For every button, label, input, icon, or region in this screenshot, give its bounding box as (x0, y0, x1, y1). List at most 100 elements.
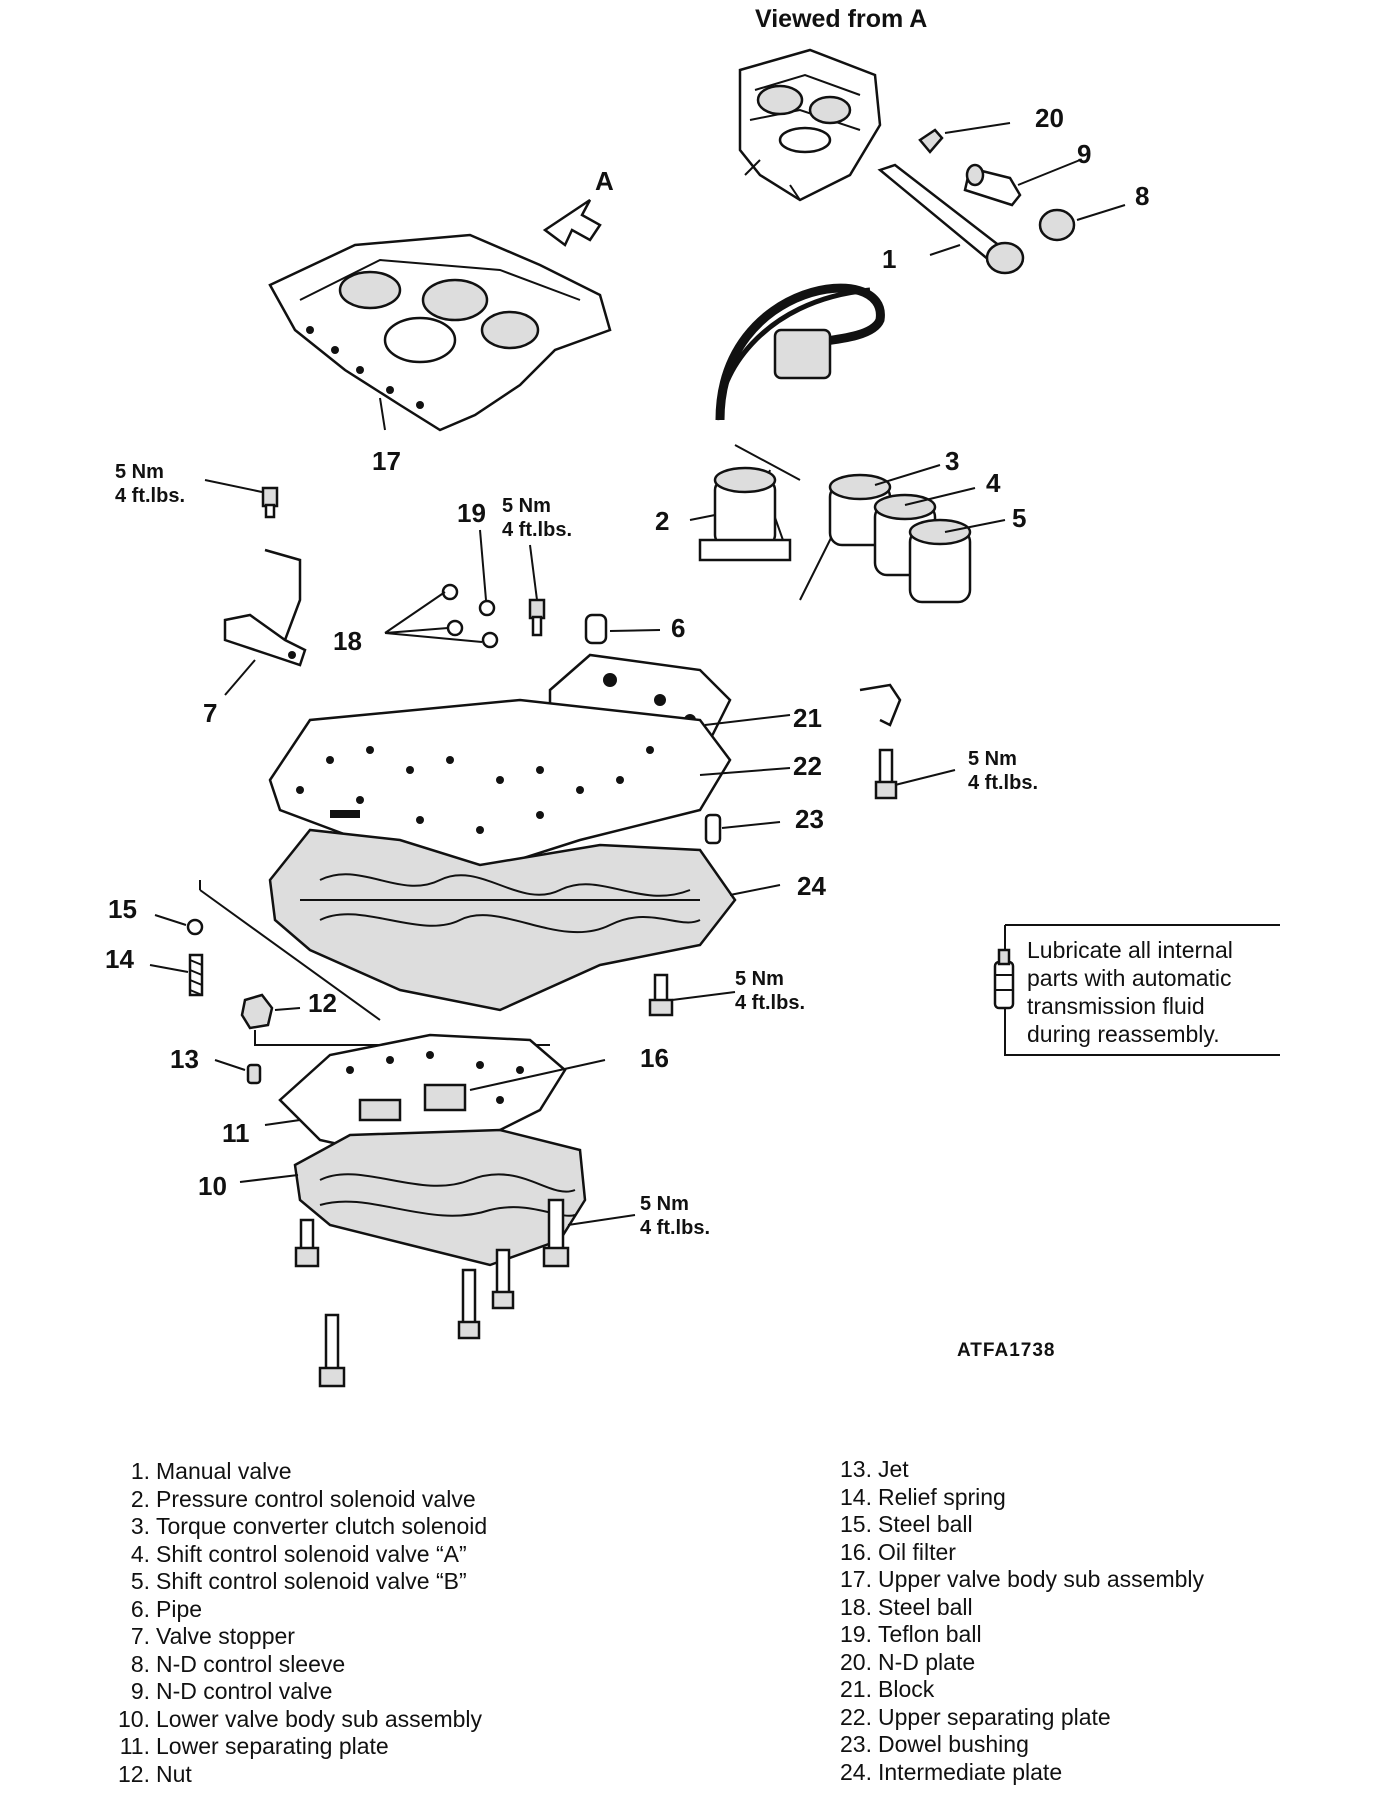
bolt-bottom-4 (457, 1268, 481, 1340)
legend-item-text: Jet (878, 1456, 909, 1482)
n-d-plate-part (918, 128, 944, 154)
legend-item-text: Valve stopper (156, 1623, 295, 1649)
solenoid-harness (715, 283, 885, 601)
callout-9: 9 (1077, 139, 1091, 169)
legend-item-number: 21. (840, 1676, 872, 1702)
upper-valve-body-part (268, 233, 612, 432)
legend-item-number: 6. (130, 1595, 150, 1622)
legend-item-number: 20. (840, 1648, 872, 1675)
legend-item-number: 11. (119, 1733, 150, 1759)
callout-8: 8 (1135, 181, 1149, 211)
figure-code: ATFA1738 (957, 1340, 1055, 1361)
legend-item-number: 4. (130, 1540, 150, 1567)
legend-item: 4.Shift control solenoid valve “A” (110, 1541, 487, 1569)
view-direction-arrow (542, 198, 602, 247)
callout-16: 16 (640, 1043, 669, 1073)
view-a-valve-body (738, 48, 882, 202)
legend-item: 12.Nut (110, 1761, 487, 1789)
torque-nm-3: 5 Nm (968, 748, 1017, 770)
legend-item-number: 12. (118, 1760, 150, 1787)
shift-solenoid-b-part (908, 518, 972, 604)
teflon-ball-part (478, 599, 496, 617)
legend-item-text: Upper valve body sub assembly (878, 1566, 1204, 1592)
callout-5: 5 (1012, 503, 1026, 533)
lower-valve-body-part (293, 1128, 587, 1267)
legend-item: 15.Steel ball (832, 1511, 1204, 1539)
callout-11: 11 (222, 1118, 250, 1148)
valve-stopper-part (223, 548, 307, 667)
torque-ftlbs-1: 4 ft.lbs. (115, 485, 185, 507)
legend-item-text: N-D control sleeve (156, 1650, 346, 1677)
legend-item-text: Lower separating plate (156, 1733, 389, 1759)
legend-item: 2.Pressure control solenoid valve (110, 1486, 487, 1514)
callout-4: 4 (986, 468, 1001, 498)
callout-6: 6 (671, 613, 685, 643)
legend-item-text: Shift control solenoid valve “A” (156, 1540, 467, 1567)
legend-item-text: Torque converter clutch solenoid (156, 1513, 488, 1539)
legend-item-text: Steel ball (878, 1511, 973, 1537)
legend-item-text: Nut (156, 1760, 192, 1787)
legend-item-text: Block (878, 1676, 935, 1702)
legend-item: 18.Steel ball (832, 1594, 1204, 1622)
callout-21: 21 (793, 703, 822, 733)
legend-item-number: 9. (130, 1678, 150, 1704)
legend-item: 5.Shift control solenoid valve “B” (110, 1568, 487, 1596)
legend-item: 23.Dowel bushing (832, 1731, 1204, 1759)
callout-17: 17 (372, 446, 401, 476)
legend-item: 10.Lower valve body sub assembly (110, 1706, 487, 1734)
callout-13: 13 (170, 1044, 199, 1074)
legend-item: 9.N-D control valve (110, 1678, 487, 1706)
callout-1: 1 (882, 244, 896, 274)
legend-item-text: Oil filter (878, 1538, 956, 1565)
legend-item-text: Pipe (156, 1595, 203, 1622)
note-line-3: transmission fluid (1027, 993, 1205, 1019)
lubrication-note: Lubricate all internal parts with automa… (993, 924, 1280, 1056)
legend-item-number: 19. (840, 1621, 872, 1647)
callout-22: 22 (793, 751, 822, 781)
intermediate-plate-part (268, 828, 737, 1012)
callout-24: 24 (797, 871, 826, 901)
legend-item-text: Shift control solenoid valve “B” (156, 1568, 467, 1594)
legend-item: 7.Valve stopper (110, 1623, 487, 1651)
torque-ftlbs-2: 4 ft.lbs. (502, 519, 572, 541)
legend-item: 14.Relief spring (832, 1484, 1204, 1512)
legend-item: 19.Teflon ball (832, 1621, 1204, 1649)
torque-ftlbs-3: 4 ft.lbs. (968, 772, 1038, 794)
callout-15: 15 (108, 894, 137, 924)
legend-item-text: N-D control valve (156, 1678, 333, 1704)
legend-item-number: 8. (130, 1650, 150, 1677)
legend-item: 11.Lower separating plate (110, 1733, 487, 1761)
upper-separating-plate-part (268, 698, 732, 877)
callout-20: 20 (1035, 103, 1064, 133)
bolt-right-middle (648, 973, 674, 1017)
callout-3: 3 (945, 446, 959, 476)
bolt-bottom-5 (318, 1313, 346, 1388)
legend-item-number: 2. (130, 1485, 150, 1512)
legend-item-number: 16. (840, 1538, 872, 1565)
legend-item: 6.Pipe (110, 1596, 487, 1624)
callout-2: 2 (655, 506, 669, 536)
bolt-top-left (261, 486, 279, 519)
legend-item-number: 17. (840, 1566, 872, 1592)
callout-7: 7 (203, 698, 217, 728)
legend-item-number: 22. (840, 1703, 872, 1730)
n-d-control-sleeve-part (1038, 208, 1076, 242)
legend-item: 24.Intermediate plate (832, 1759, 1204, 1787)
legend-item-text: Teflon ball (878, 1621, 982, 1647)
legend-item-number: 13. (840, 1456, 872, 1482)
callout-12: 12 (308, 988, 337, 1018)
bolt-bottom-1 (294, 1218, 320, 1268)
callout-23: 23 (795, 804, 824, 834)
legend-item-text: Manual valve (156, 1458, 292, 1484)
torque-nm-2: 5 Nm (502, 495, 551, 517)
legend-item: 17.Upper valve body sub assembly (832, 1566, 1204, 1594)
callout-10: 10 (198, 1171, 227, 1201)
pressure-control-solenoid-part (698, 466, 792, 562)
steel-balls-part (441, 583, 499, 649)
torque-ftlbs-5: 4 ft.lbs. (640, 1217, 710, 1239)
jet-part (246, 1063, 262, 1085)
legend-item-number: 24. (840, 1758, 872, 1785)
